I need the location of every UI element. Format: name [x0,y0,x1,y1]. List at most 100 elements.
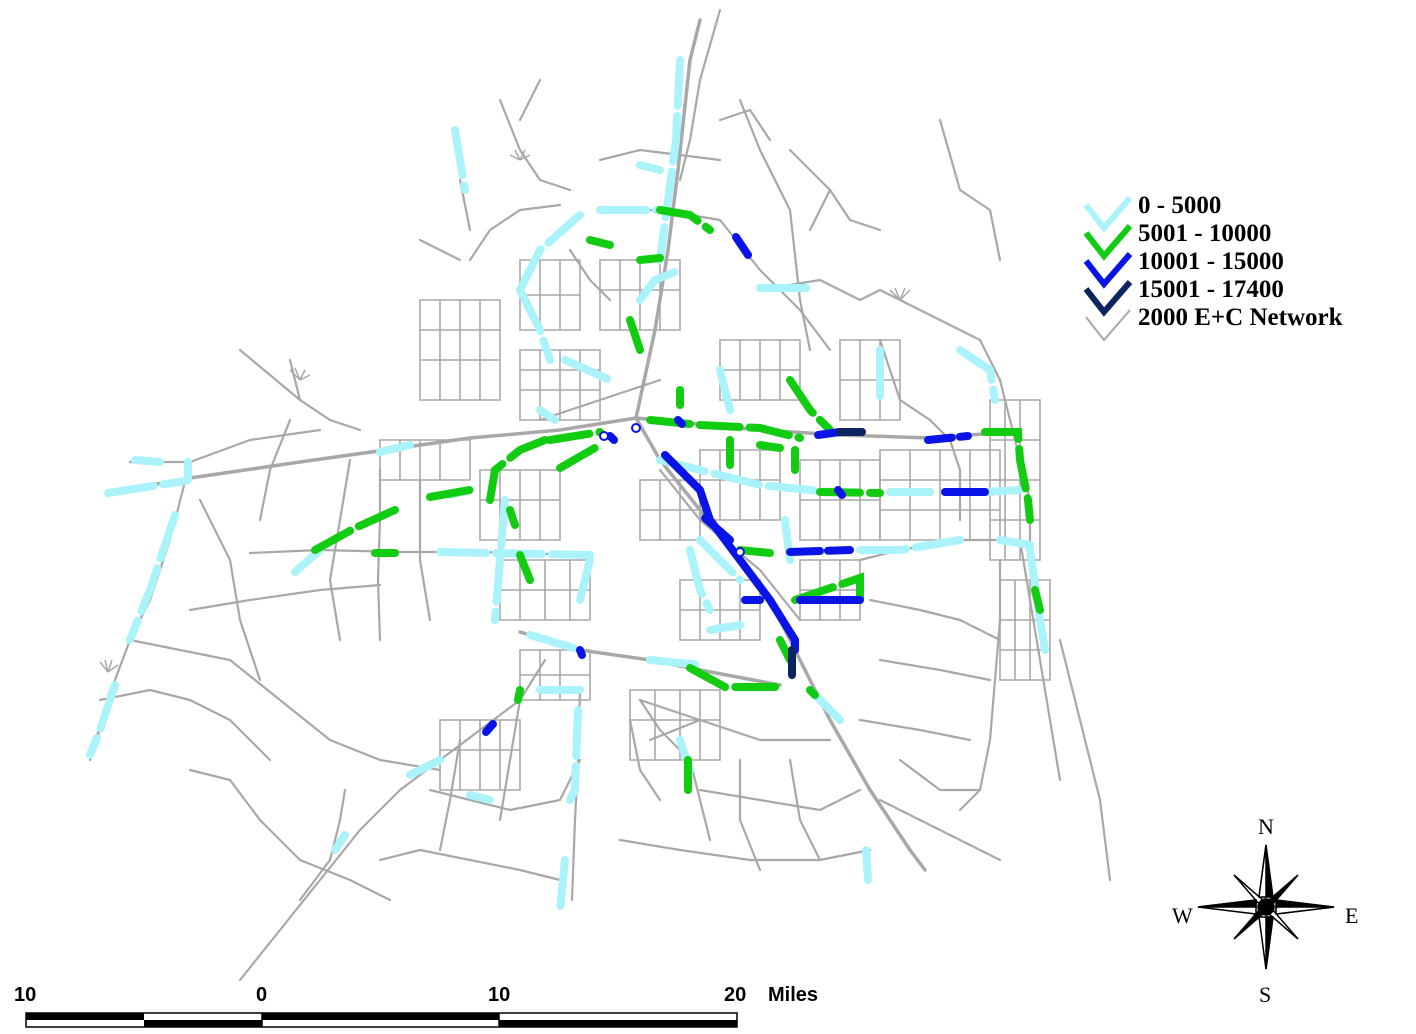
road-segment [128,428,322,464]
volume-segment [786,376,834,434]
road-segment [808,188,832,232]
volume-segment [131,456,164,466]
node-spokes [289,367,311,381]
road-segment [288,358,302,402]
road-segment [878,658,992,682]
grid-block [999,579,1051,681]
road-segment [258,418,292,522]
volume-segment [646,416,804,442]
volume-segment [736,546,774,557]
road-segment [468,203,562,262]
scale-bar [25,1012,738,1028]
road-segment [498,698,522,822]
volume-segment [491,496,509,624]
road-segment [568,248,612,302]
volume-segment [636,254,664,264]
legend-swatch-5001-10000 [1083,224,1133,261]
road-segment [648,718,702,742]
legend-swatch-network [1085,309,1131,342]
volume-segment [661,451,799,654]
volume-segment [482,720,497,736]
road-segment [98,688,272,762]
scale-bar-segment [144,1020,262,1027]
grid-block [479,469,561,541]
road-segment [678,8,722,182]
grid-block [519,349,601,421]
road-segment [328,458,352,642]
road-segment [618,838,872,862]
volume-segment [834,486,846,499]
compass-north-label: N [1258,814,1274,839]
node [599,431,609,441]
scale-bar-segment [262,1013,499,1020]
grid-block [989,399,1041,561]
road-segment [858,288,982,342]
volume-segment [701,514,734,544]
compass-point-south-half [1265,916,1274,970]
legend-swatch [1078,220,1136,248]
compass-point-north-half [1258,844,1267,898]
road-segment [438,738,462,852]
volume-segment [516,211,584,294]
volume-segment [806,686,819,699]
road-segment [238,658,547,982]
volume-segment [656,56,684,264]
legend-label: 15001 - 17400 [1138,276,1284,303]
volume-segment [311,506,399,554]
road-segment [858,718,972,742]
node-spokes [889,287,911,301]
scale-unit: Miles [768,984,819,1006]
compass-point-east-half [1275,906,1335,915]
volume-segment [86,681,119,759]
volume-segment [981,486,1024,496]
road-segment [718,108,772,142]
volume-segment [816,488,884,497]
grid-block [379,439,471,481]
node-spokes [509,149,531,161]
volume-segment [686,546,714,614]
volume-segment [514,686,524,704]
volume-class-10001-15000 [482,233,989,736]
grid-block [699,449,781,521]
volume-segment [451,126,469,194]
volume-segment [1026,546,1049,654]
road-segment [878,798,1002,862]
legend-label: 5001 - 10000 [1138,220,1272,247]
volume-class-5001-10000 [311,206,1044,794]
network-node-spokes [99,149,911,673]
volume-segment [756,441,784,452]
volume-segment [696,536,744,584]
volume-segment [406,756,444,779]
volume-segment [104,477,189,497]
node [631,423,641,433]
map-legend: 0 - 5000 5001 - 10000 10001 - 15000 1500… [1078,192,1408,332]
road-segment [868,598,1002,642]
interchange-nodes [599,423,745,557]
compass-center [1257,898,1275,916]
road-segment [418,238,462,262]
legend-label: 2000 E+C Network [1138,304,1343,331]
volume-segment [546,428,604,444]
road-segment [1058,638,1112,882]
volume-segment [331,831,349,854]
road-segment [738,98,812,352]
volume-segment [556,441,604,472]
scale-bar-segment [26,1013,144,1020]
compass-east-label: E [1345,903,1359,928]
compass-west-label: W [1172,903,1193,928]
legend-swatch [1078,248,1136,276]
road-segment [128,638,442,772]
scale-label: 20 [724,984,747,1006]
volume-segment [526,631,584,654]
compass-rose-icon [1197,844,1335,970]
compass-south-label: S [1259,982,1272,1007]
legend-item-5001-10000: 5001 - 10000 [1078,220,1408,248]
grid-block [499,559,591,621]
volume-segment [436,548,594,559]
compass-point-west-half [1197,899,1257,908]
volume-segment [466,791,494,804]
legend-item-10001-15000: 10001 - 15000 [1078,248,1408,276]
road-segment [298,858,392,902]
volume-segment [686,664,789,691]
